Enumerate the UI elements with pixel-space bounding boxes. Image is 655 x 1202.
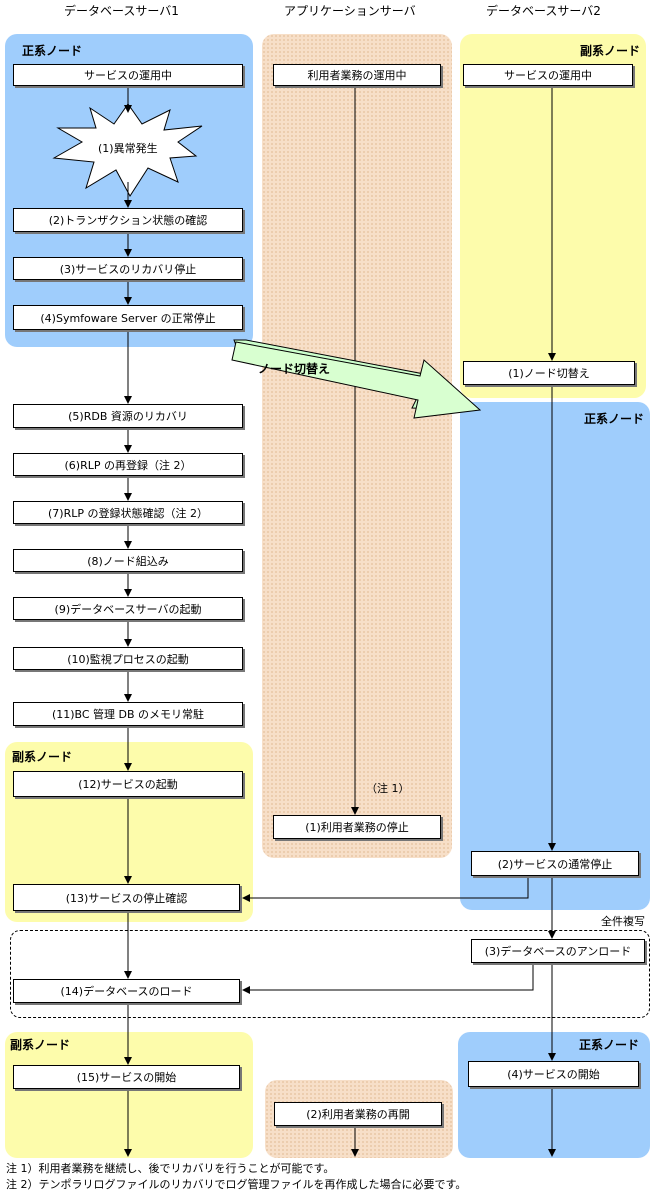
- db2-secondary-node-label: 副系ノード: [580, 44, 641, 58]
- footnote-1: 注 1）利用者業務を継続し、後でリカバリを行うことが可能です。: [6, 1162, 335, 1175]
- app-step1-box: (1)利用者業務の停止: [273, 815, 441, 839]
- db1-step4-box: (4)Symfoware Server の正常停止: [13, 305, 243, 330]
- db1-step13-box: (13)サービスの停止確認: [13, 884, 240, 911]
- db1-service-running-box: サービスの運用中: [13, 64, 243, 86]
- db1-step2-box: (2)トランザクション状態の確認: [13, 208, 243, 232]
- db1-step11-box: (11)BC 管理 DB のメモリ常駐: [13, 702, 243, 726]
- full-copy-frame: [10, 930, 650, 1018]
- db1-primary-node-label: 正系ノード: [22, 44, 83, 58]
- db1-step8-box: (8)ノード組込み: [13, 549, 243, 572]
- header-db-server-2: データベースサーバ2: [486, 4, 601, 18]
- db2-step3-box: (3)データベースのアンロード: [471, 939, 645, 963]
- db2-step4-box: (4)サービスの開始: [468, 1061, 639, 1087]
- footnote-2: 注 2）テンポラリログファイルのリカバリでログ管理ファイルを再作成した場合に必要…: [6, 1178, 467, 1191]
- db1-step10-box: (10)監視プロセスの起動: [13, 647, 243, 670]
- header-app-server: アプリケーションサーバ: [284, 4, 416, 18]
- app-running-box: 利用者業務の運用中: [273, 64, 441, 86]
- app-server-region: [262, 34, 452, 858]
- db2-primary-node-label-2: 正系ノード: [579, 1038, 640, 1052]
- db1-step3-box: (3)サービスのリカバリ停止: [13, 257, 243, 280]
- db1-step5-box: (5)RDB 資源のリカバリ: [13, 404, 243, 428]
- header-db-server-1: データベースサーバ1: [64, 4, 179, 18]
- db1-step15-box: (15)サービスの開始: [13, 1065, 240, 1089]
- db2-secondary-region: [460, 34, 646, 398]
- db2-step2-box: (2)サービスの通常停止: [471, 851, 639, 876]
- db1-fault-label: (1)異常発生: [98, 142, 158, 155]
- db2-service-running-box: サービスの運用中: [463, 64, 633, 86]
- db1-step12-box: (12)サービスの起動: [13, 771, 243, 797]
- db1-step6-box: (6)RLP の再登録（注 2）: [13, 453, 243, 476]
- db2-primary-node-label: 正系ノード: [584, 412, 645, 426]
- db1-step9-box: (9)データベースサーバの起動: [13, 597, 243, 620]
- db2-step1-box: (1)ノード切替え: [463, 361, 635, 385]
- db1-secondary-node-label-2: 副系ノード: [10, 1038, 71, 1052]
- node-switch-label: ノード切替え: [258, 362, 331, 376]
- db1-secondary-region-2: [5, 1032, 253, 1158]
- full-copy-label: 全件複写: [601, 915, 645, 928]
- db1-step7-box: (7)RLP の登録状態確認（注 2）: [13, 501, 243, 524]
- db1-secondary-node-label: 副系ノード: [12, 750, 73, 764]
- fault-starburst: [52, 103, 203, 197]
- db1-step14-box: (14)データベースのロード: [13, 979, 240, 1003]
- db2-primary-region: [460, 402, 650, 910]
- note1-marker: （注 1）: [366, 782, 410, 795]
- app-step2-box: (2)利用者業務の再開: [274, 1102, 442, 1126]
